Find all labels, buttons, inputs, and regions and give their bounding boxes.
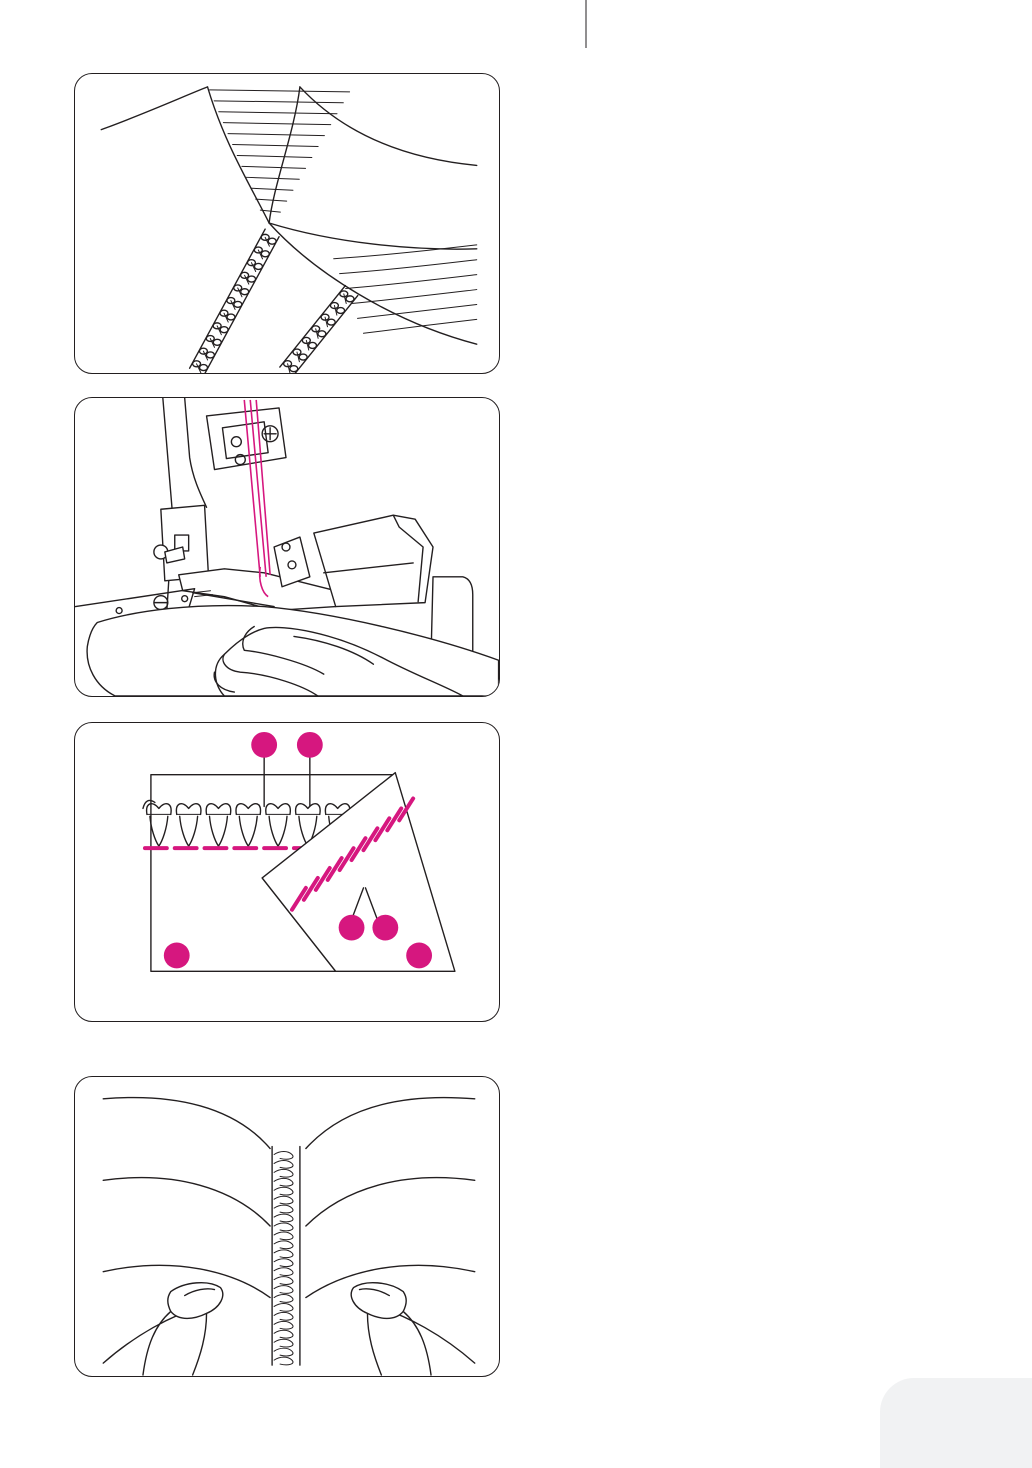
seam-loop [274,1295,293,1303]
seam-loop [274,1232,293,1240]
seam-loop [346,296,354,302]
seam-loop [274,1268,293,1276]
fabric-stripe [214,101,343,103]
figure-serger-presser-foot [74,397,500,697]
fabric-stripe [210,90,350,92]
figure-flatlock-seams [74,73,500,374]
seam-loop [274,1348,293,1356]
fabric-stripe [340,260,477,274]
seam-loop [274,1205,293,1213]
fabric-stripe [346,275,477,289]
seam-loop [274,1152,293,1160]
seam-loop [213,339,221,345]
seam-loop [227,314,235,320]
seam-loop [274,1277,293,1285]
fabric-stripe [223,123,330,125]
seam-loop [318,331,326,337]
callout-marker [339,915,365,941]
callout-marker [164,943,190,969]
seam-loop [254,263,262,269]
seam-loop [248,276,256,282]
callout-marker [251,732,277,758]
seam-loop [274,1214,293,1222]
seam-loop [268,238,276,244]
fabric-stripe [352,290,477,304]
seam-loop [327,319,335,325]
callout-marker [406,943,432,969]
figure-stitch-diagram [74,722,500,1022]
seam-loop [274,1312,293,1320]
fabric-stripe [256,199,287,201]
seam-loop [274,1169,293,1177]
crop-mark [585,0,587,48]
seam-loop [234,301,242,307]
seam-loop [309,342,317,348]
seam-loop [200,365,208,371]
seam-loop [290,366,298,372]
seam-loop [274,1339,293,1347]
seam-loop [274,1330,293,1338]
callout-marker [372,915,398,941]
flatlock-seam-illustration-icon [75,74,499,373]
fabric-stripe [242,166,306,168]
seam-loop [274,1187,293,1195]
fabric-stripe [228,134,324,136]
seam-loop [274,1357,293,1365]
fabric-stripe [219,112,337,114]
seam-loop [241,289,249,295]
seam-loop [274,1303,293,1311]
serger-sewing-illustration-icon [75,398,499,696]
flatlock-pull-illustration-icon [75,1077,499,1376]
seam-loop [274,1250,293,1258]
page-number-tab [880,1378,1032,1468]
fabric-stripe [237,155,312,157]
seam-loop [274,1321,293,1329]
seam-loop [274,1241,293,1249]
fabric-stripe [363,319,476,333]
fabric-stripe [251,188,293,190]
fabric-stripe [358,304,477,318]
seam-loop [206,352,214,358]
fabric-stripe [233,145,319,147]
seam-loop [274,1196,293,1204]
seam-loop [261,251,269,257]
figure-pulling-seam-flat [74,1076,500,1377]
seam-loop [274,1160,293,1168]
stitch-diagram-illustration-icon [75,723,499,1021]
seam-loop [274,1259,293,1267]
seam-loop [337,308,345,314]
seam-loop [299,354,307,360]
callout-marker [297,732,323,758]
fabric-stripe [246,177,299,179]
seam-loop [274,1178,293,1186]
seam-loop [274,1223,293,1231]
seam-loop [220,327,228,333]
seam-loop [274,1286,293,1294]
